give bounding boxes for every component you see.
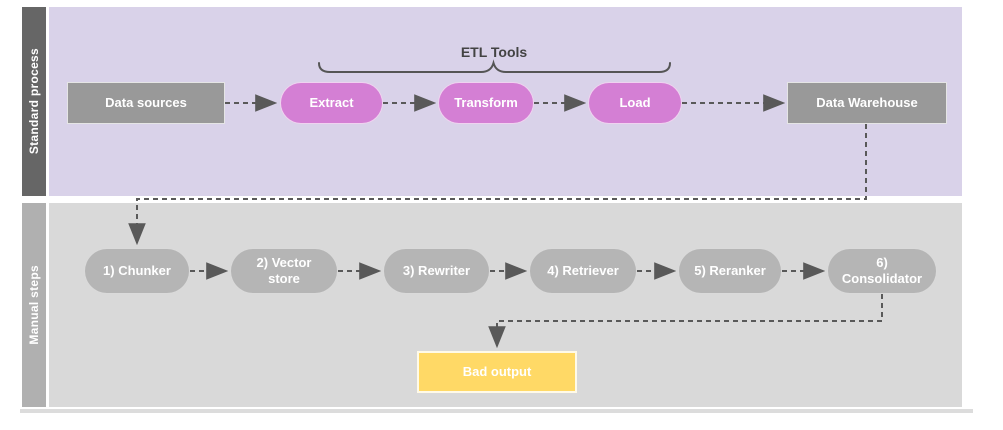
lane-label-manual-steps: Manual steps: [22, 203, 46, 407]
node-extract: Extract: [280, 82, 383, 124]
lane-label-standard-process: Standard process: [22, 7, 46, 196]
node-data-warehouse: Data Warehouse: [787, 82, 947, 124]
node-transform: Transform: [438, 82, 534, 124]
node-rewriter: 3) Rewriter: [383, 248, 490, 294]
connector-consolidator-badoutput: [488, 294, 883, 349]
connector-warehouse-chunker: [128, 124, 867, 246]
node-data-sources: Data sources: [67, 82, 225, 124]
node-chunker: 1) Chunker: [84, 248, 190, 294]
node-load: Load: [588, 82, 682, 124]
bottom-divider: [20, 409, 973, 413]
etl-tools-label: ETL Tools: [460, 44, 528, 60]
node-consolidator: 6) Consolidator: [827, 248, 937, 294]
node-reranker: 5) Reranker: [678, 248, 782, 294]
node-retriever: 4) Retriever: [529, 248, 637, 294]
node-vector-store: 2) Vector store: [230, 248, 338, 294]
etl-tools-brace: [318, 59, 671, 73]
node-bad-output: Bad output: [417, 351, 577, 393]
